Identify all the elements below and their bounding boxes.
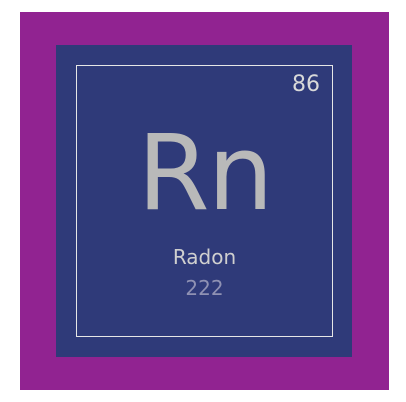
element-name: Radon (172, 245, 237, 269)
atomic-number: 86 (292, 72, 320, 97)
element-symbol: Rn (137, 112, 273, 234)
element-inner-frame: 86 Rn Radon 222 (76, 65, 333, 337)
element-card-outer-border: 86 Rn Radon 222 (20, 12, 389, 390)
atomic-mass: 222 (185, 276, 224, 300)
element-tile: 86 Rn Radon 222 (56, 45, 352, 357)
